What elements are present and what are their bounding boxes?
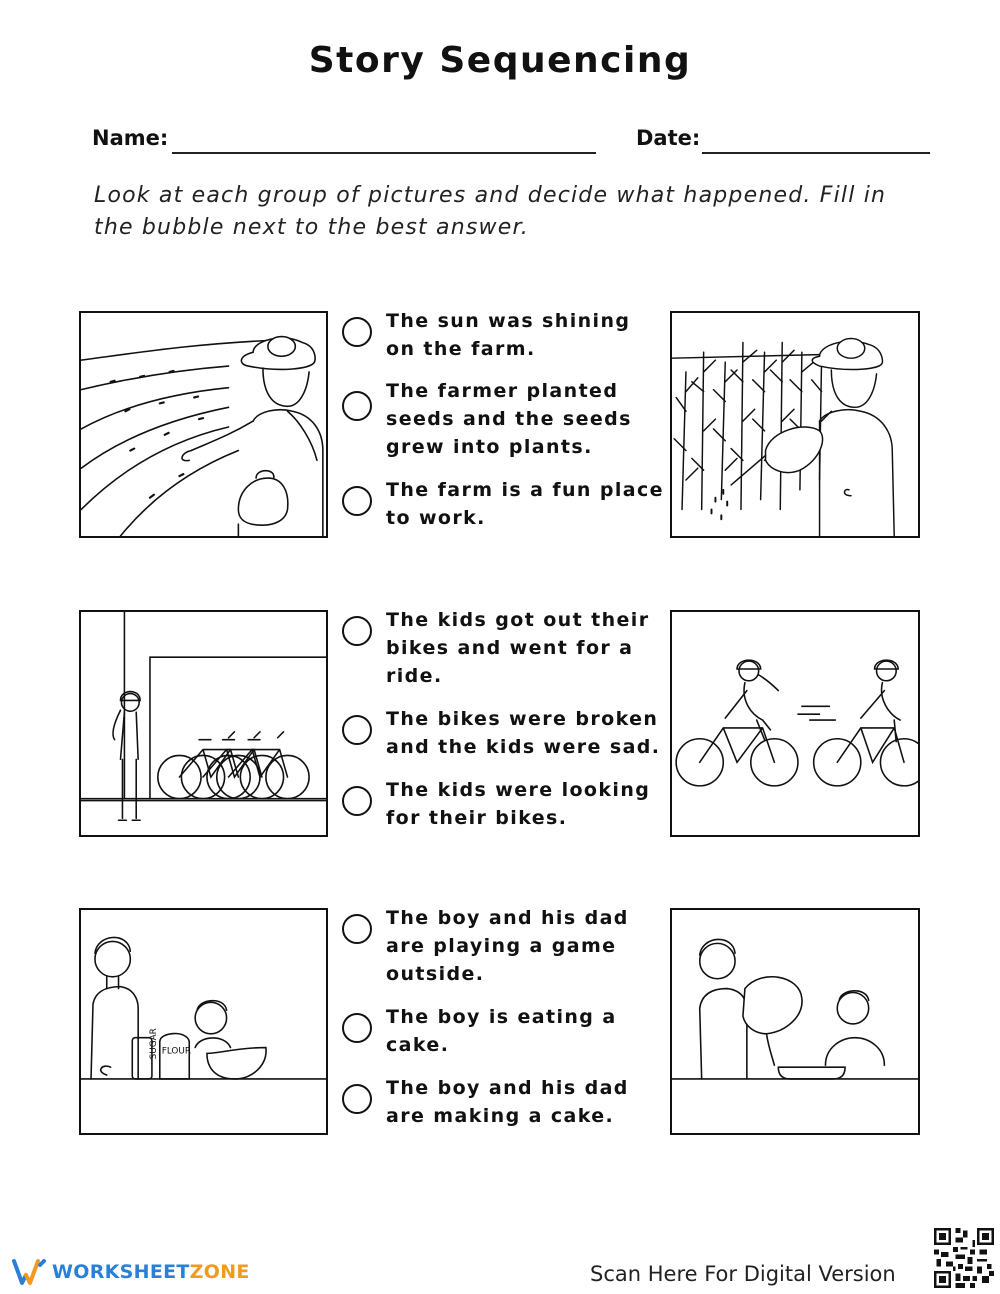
answer-option-text: The farm is a fun place to work. (386, 479, 664, 529)
scan-instructions: Scan Here For Digital Version (590, 1262, 896, 1286)
answer-bubble[interactable] (342, 1013, 372, 1043)
picture-girl-and-bikes (79, 610, 328, 837)
picture-kids-riding (670, 610, 920, 837)
name-field[interactable] (172, 152, 596, 154)
picture-pouring-batter (670, 908, 920, 1135)
sugar-label: SUGAR (149, 1028, 159, 1059)
answer-bubble[interactable] (342, 914, 372, 944)
answer-bubble[interactable] (342, 317, 372, 347)
worksheetzone-logo-icon (12, 1259, 46, 1285)
page-title: Story Sequencing (308, 40, 692, 81)
answer-option-text: The boy and his dad are playing a game o… (386, 907, 629, 985)
brand-text-part2: ZONE (189, 1261, 250, 1283)
answer-option-text: The boy is eating a cake. (386, 1006, 617, 1056)
worksheetzone-logo[interactable]: WORKSHEETZONE (12, 1257, 250, 1287)
answer-bubble[interactable] (342, 486, 372, 516)
answer-bubble[interactable] (342, 1084, 372, 1114)
answer-option-text: The farmer planted seeds and the seeds g… (386, 380, 632, 458)
answer-bubble[interactable] (342, 786, 372, 816)
qr-code-icon[interactable] (934, 1228, 994, 1288)
answer-option-text: The bikes were broken and the kids were … (386, 708, 661, 758)
answer-option-text: The sun was shining on the farm. (386, 310, 631, 360)
date-field[interactable] (702, 152, 930, 154)
picture-farmer-sowing (79, 311, 328, 538)
answer-option-text: The kids got out their bikes and went fo… (386, 609, 650, 687)
instructions: Look at each group of pictures and decid… (94, 183, 887, 240)
answer-bubble[interactable] (342, 715, 372, 745)
answer-option-text: The boy and his dad are making a cake. (386, 1077, 629, 1127)
answer-bubble[interactable] (342, 616, 372, 646)
picture-baking-ingredients: SUGAR FLOUR (79, 908, 328, 1135)
brand-text-part1: WORKSHEET (52, 1261, 190, 1283)
date-label: Date: (636, 126, 701, 150)
answer-option-text: The kids were looking for their bikes. (386, 779, 651, 829)
name-label: Name: (92, 126, 169, 150)
picture-farmer-watering (670, 311, 920, 538)
flour-label: FLOUR (162, 1046, 191, 1056)
answer-bubble[interactable] (342, 391, 372, 421)
